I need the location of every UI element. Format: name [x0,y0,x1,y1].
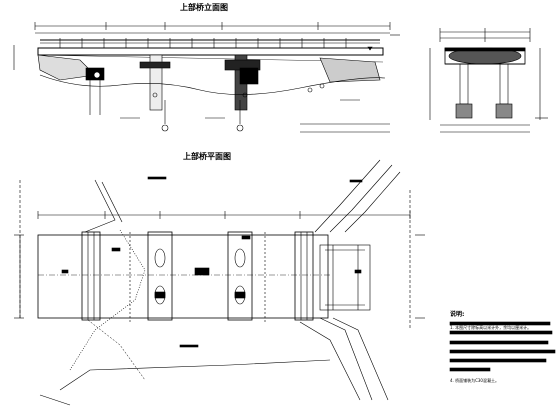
cross-section-view [429,28,548,133]
railing-posts [59,38,347,48]
plan-view [14,159,425,406]
plan-title: 上部桥平面图 [183,152,231,161]
elevation-view [13,22,400,133]
notes-block [449,321,556,372]
elevation-title: 上部桥立面图 [180,3,228,12]
notes-heading: 说明: [450,311,465,318]
note-4: 4. 桥面铺装为C30混凝土。 [450,378,499,383]
pier-left [149,54,163,111]
note-1: 1. 本图尺寸除标高以米计外，余均以厘米计。 [450,325,532,330]
